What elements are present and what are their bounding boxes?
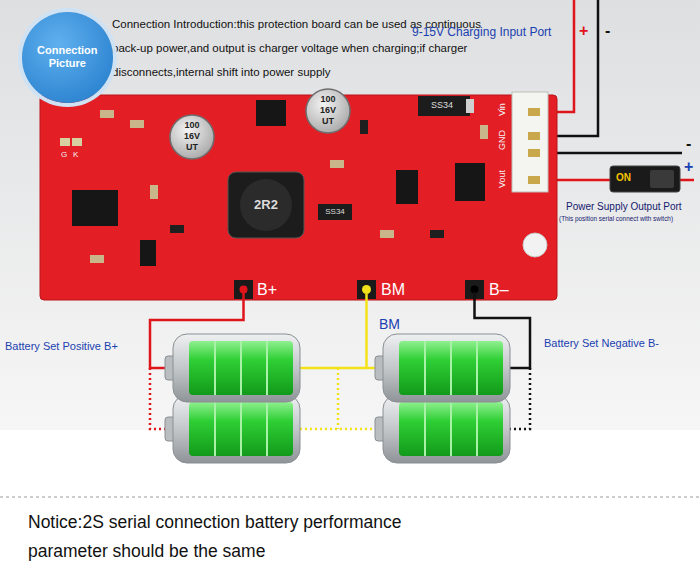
- connector-pin: [528, 132, 540, 140]
- ic-chip: [396, 170, 418, 204]
- capacitor-value: 100: [172, 120, 212, 130]
- badge-circle: Connection Picture: [22, 12, 113, 103]
- led: [72, 138, 82, 146]
- battery: [375, 395, 510, 463]
- inductor-core: [240, 179, 292, 231]
- silkscreen-text: K: [73, 150, 78, 159]
- part-marking: 2R2: [246, 198, 286, 213]
- port-note: (This position serial connect with switc…: [559, 215, 673, 222]
- silkscreen-text: G: [61, 150, 67, 159]
- ic-chip: [140, 240, 156, 266]
- resistor: [360, 120, 368, 134]
- port-label: 9-15V Charging Input Port: [412, 26, 551, 40]
- pad-label: B+: [257, 281, 277, 299]
- badge-text: Connection Picture: [28, 44, 107, 70]
- resistor: [380, 230, 394, 238]
- resistor: [170, 225, 184, 233]
- capacitor-value: 100: [308, 94, 348, 104]
- photo-ground: [0, 0, 700, 430]
- mounting-hole: [523, 233, 547, 257]
- resistor: [480, 125, 488, 139]
- battery-label: Battery Set Negative B-: [544, 337, 659, 350]
- black-dotted-wire: [510, 368, 530, 429]
- pin-name: Vout: [497, 170, 507, 188]
- led: [60, 138, 70, 146]
- capacitor-value: 16V: [172, 131, 212, 141]
- connector-pin: [528, 176, 540, 184]
- capacitor-value: 16V: [308, 105, 348, 115]
- battery-label: Battery Set Positive B+: [5, 340, 118, 353]
- connector-pin: [528, 108, 540, 116]
- resistor: [330, 160, 344, 168]
- intro-note: Connection Introduction:this protection …: [112, 12, 484, 84]
- pad-label: BM: [381, 281, 405, 299]
- resistor: [100, 110, 114, 118]
- connector-pin: [528, 149, 540, 157]
- diode: [418, 96, 470, 116]
- polarity-mark: +: [579, 22, 588, 40]
- red-dotted-wire: [150, 368, 166, 429]
- notice-caption: Notice:2S serial connection battery perf…: [28, 508, 473, 566]
- resistor: [150, 185, 158, 199]
- yellow-wire: [300, 294, 376, 368]
- resistor: [90, 255, 104, 263]
- capacitor: [170, 115, 214, 159]
- port-label: Power Supply Output Port: [566, 201, 682, 213]
- resistor: [430, 230, 444, 238]
- battery: [165, 395, 300, 463]
- battery-label: BM: [379, 316, 400, 332]
- part-marking: SS34: [318, 207, 352, 216]
- battery: [165, 334, 300, 402]
- switch-label: ON: [616, 172, 631, 184]
- pad-label: B–: [489, 281, 509, 299]
- battery: [375, 334, 510, 402]
- capacitor: [306, 89, 350, 133]
- switch-body: [610, 166, 680, 192]
- pad-dot: [362, 285, 371, 294]
- ic-chip: [72, 190, 118, 226]
- polarity-mark: +: [684, 158, 693, 176]
- connector-housing: [512, 92, 548, 192]
- polarity-mark: -: [605, 22, 610, 40]
- capacitor-value: UT: [308, 116, 348, 126]
- page-ground: [0, 430, 700, 573]
- ic-chip: [256, 100, 286, 126]
- yellow-dotted-wire: [300, 368, 376, 429]
- diode: [318, 204, 352, 220]
- inductor: [228, 172, 304, 238]
- polarity-mark: -: [686, 135, 691, 153]
- pin-name: Vin: [497, 103, 507, 116]
- pin-name: GND: [497, 130, 507, 150]
- diode-lead: [466, 99, 474, 113]
- switch-toggle: [650, 170, 674, 188]
- pcb-board: [40, 95, 557, 300]
- black-wire: [548, 152, 682, 155]
- part-marking: SS34: [418, 100, 466, 110]
- dashed-divider: [0, 497, 700, 498]
- ic-chip: [455, 163, 485, 201]
- capacitor-value: UT: [172, 142, 212, 152]
- resistor: [130, 120, 144, 128]
